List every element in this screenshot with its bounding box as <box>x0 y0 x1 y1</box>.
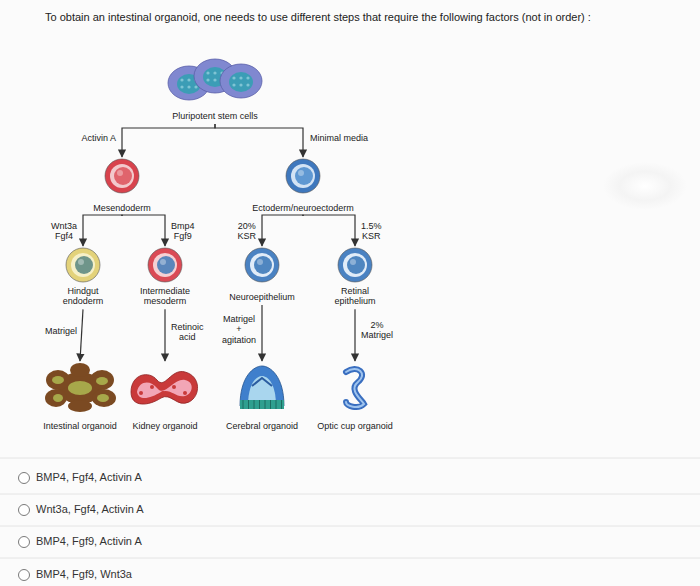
node-label: Pluripotent stem cells <box>172 111 258 121</box>
optic-picture <box>338 362 372 412</box>
cell-picture <box>244 247 280 283</box>
answer-option: BMP4, Fgf9, Wnt3a <box>36 568 132 580</box>
cell: Intermediate mesoderm <box>130 247 200 308</box>
glare <box>603 162 687 210</box>
cell: Retinal epithelium <box>325 247 385 308</box>
connector-arrow <box>80 309 83 361</box>
connector-arrow <box>261 305 262 361</box>
node-label: Neuroepithelium <box>229 292 295 302</box>
node-label: Intermediate mesoderm <box>132 286 198 307</box>
organoid: Intestinal organoid <box>36 362 124 433</box>
cell-picture <box>337 247 373 283</box>
kidney-picture <box>127 362 203 412</box>
factor-label: Wnt3a Fgf4 <box>50 221 78 242</box>
node-label: Cerebral organoid <box>226 421 298 431</box>
organoid: Optic cup organoid <box>315 362 395 433</box>
organoid: Kidney organoid <box>125 362 205 433</box>
cell-picture <box>147 247 183 283</box>
cell: Hindgut endoderm <box>51 247 115 308</box>
connector-arrow <box>83 215 122 246</box>
factor-label: 1.5% KSR <box>360 221 383 242</box>
node-label: Hindgut endoderm <box>53 286 113 307</box>
node-label: Optic cup organoid <box>317 421 393 431</box>
connector-arrow <box>164 309 165 361</box>
cell: Neuroepithelium <box>227 247 297 304</box>
factor-label: 20% KSR <box>236 221 257 242</box>
node-label: Intestinal organoid <box>43 421 117 431</box>
connector-arrow <box>122 215 165 246</box>
cell: Mesendoderm <box>91 158 153 215</box>
organoid: Cerebral organoid <box>224 362 301 433</box>
connector-arrow <box>122 124 215 157</box>
answer-option: Wnt3a, Fgf4, Activin A <box>36 503 144 515</box>
cell-picture <box>104 158 140 194</box>
answer-option: BMP4, Fgf4, Activin A <box>36 471 142 483</box>
connector-arrow <box>262 215 303 246</box>
node-label: Kidney organoid <box>132 421 197 431</box>
node-label: Retinal epithelium <box>327 286 383 307</box>
intestine-picture <box>38 362 122 412</box>
node-label: Ectoderm/neuroectoderm <box>252 203 354 213</box>
factor-label: Bmp4 Fgf9 <box>170 221 196 242</box>
cell: Ectoderm/neuroectoderm <box>250 158 356 215</box>
separator-lines <box>0 458 700 558</box>
connector-arrow <box>215 124 303 157</box>
connector-arrow <box>354 309 355 361</box>
answer-option: BMP4, Fgf9, Activin A <box>36 535 142 547</box>
cell-picture <box>285 158 321 194</box>
factor-label: 2% Matrigel <box>360 320 394 341</box>
radio-buttons <box>19 473 30 581</box>
cell-picture <box>65 247 101 283</box>
connector-arrow <box>303 215 355 246</box>
node-label: Mesendoderm <box>93 203 151 213</box>
stem-picture <box>165 56 265 102</box>
cerebral-picture <box>234 362 290 412</box>
factor-label: Matrigel + agitation <box>221 314 257 345</box>
factor-label: Matrigel <box>44 326 78 336</box>
stem-cell-cluster: Pluripotent stem cells <box>163 56 267 123</box>
factor-label: Minimal media <box>309 133 369 143</box>
question-title: To obtain an intestinal organoid, one ne… <box>45 11 591 23</box>
factor-label: Retinoic acid <box>170 322 205 343</box>
factor-label: Activin A <box>80 133 117 143</box>
